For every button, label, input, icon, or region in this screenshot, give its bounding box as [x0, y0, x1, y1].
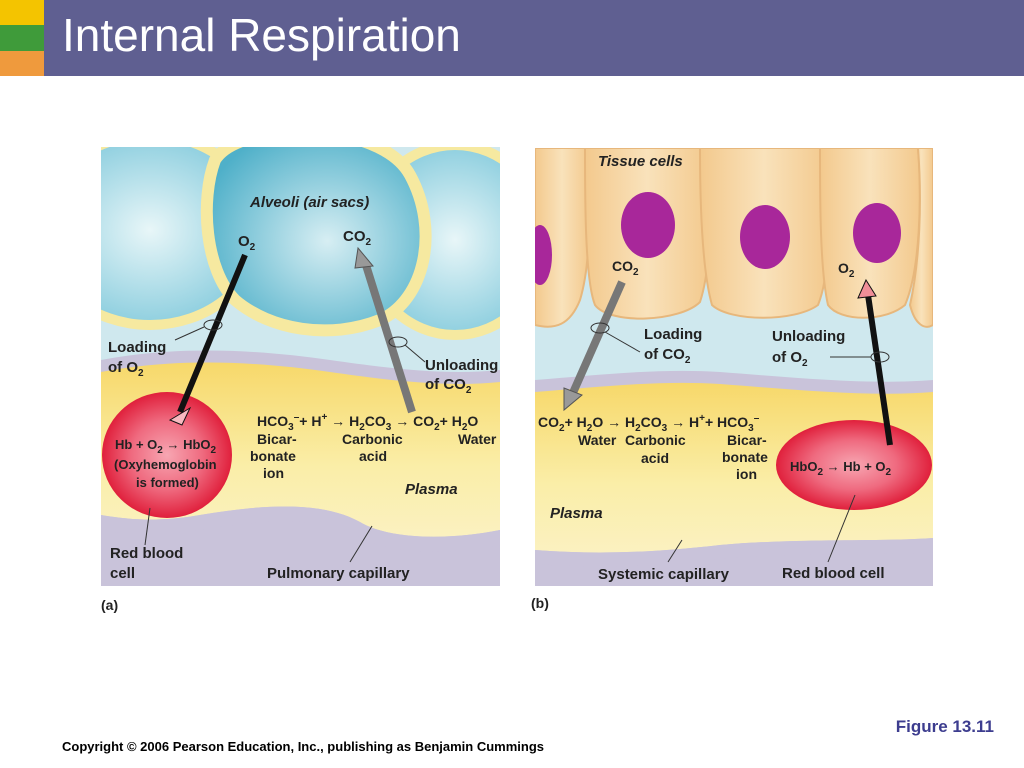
loading-o2-label-line2: of O2: [108, 359, 144, 379]
tissue-cells-label: Tissue cells: [598, 153, 683, 170]
red-blood-cell-label-a-2: cell: [110, 565, 135, 582]
copyright-notice: Copyright © 2006 Pearson Education, Inc.…: [62, 739, 544, 754]
bicarbonate-label-b-3: ion: [736, 466, 757, 482]
slide-title: Internal Respiration: [62, 9, 461, 61]
loading-co2-label-line1: Loading: [644, 326, 702, 343]
bicarbonate-label-a-1: Bicar-: [257, 431, 297, 447]
figure-number: Figure 13.11: [895, 717, 994, 736]
o2-label-a: O2: [238, 233, 256, 253]
o2-label-b: O2: [838, 260, 855, 280]
accent-square-yellow: [0, 0, 44, 25]
bicarbonate-label-b-1: Bicar-: [727, 432, 767, 448]
accent-square-orange: [0, 51, 44, 76]
unloading-o2-label-line1: Unloading: [772, 328, 845, 345]
systemic-capillary-label: Systemic capillary: [598, 566, 730, 583]
water-label-a: Water: [458, 431, 497, 447]
co2-label-a: CO2: [343, 228, 372, 248]
red-blood-cell-label-a-1: Red blood: [110, 545, 183, 562]
bicarbonate-label-b-2: bonate: [722, 449, 768, 465]
plasma-label-b: Plasma: [550, 505, 603, 522]
title-bar: [44, 0, 1024, 76]
carbonic-label-a-1: Carbonic: [342, 431, 403, 447]
oxyhemoglobin-note-1: (Oxyhemoglobin: [114, 457, 217, 472]
co2-label-b: CO2: [612, 258, 639, 278]
red-blood-cell-a: [102, 392, 232, 518]
loading-o2-label-line1: Loading: [108, 339, 166, 356]
panel-b-illustration: [535, 148, 933, 586]
loading-co2-label-line2: of CO2: [644, 346, 691, 366]
panel-a-illustration: [101, 147, 500, 586]
panel-b-tag: (b): [531, 595, 549, 611]
carbonic-label-b-1: Carbonic: [625, 432, 686, 448]
bicarbonate-label-a-3: ion: [263, 465, 284, 481]
unloading-co2-label-line1: Unloading: [425, 357, 498, 374]
unloading-co2-label-line2: of CO2: [425, 376, 472, 396]
water-label-b: Water: [578, 432, 617, 448]
oxyhemoglobin-note-2: is formed): [136, 475, 199, 490]
panel-a-tag: (a): [101, 597, 118, 613]
unloading-o2-label-line2: of O2: [772, 349, 808, 369]
carbonic-label-b-2: acid: [641, 450, 669, 466]
bicarbonate-label-a-2: bonate: [250, 448, 296, 464]
alveoli-label: Alveoli (air sacs): [249, 194, 369, 211]
accent-square-green: [0, 25, 44, 51]
pulmonary-capillary-label: Pulmonary capillary: [267, 565, 410, 582]
plasma-label-a: Plasma: [405, 481, 458, 498]
carbonic-label-a-2: acid: [359, 448, 387, 464]
nucleus: [621, 192, 675, 258]
red-blood-cell-b: [776, 420, 932, 510]
rbc-equation-b: HbO2 → Hb + O2: [790, 459, 892, 478]
equation-b: CO2+ H2O → H2CO3 → H++ HCO3–: [538, 413, 760, 434]
red-blood-cell-label-b: Red blood cell: [782, 565, 885, 582]
rbc-equation-a: Hb + O2 → HbO2: [115, 437, 217, 456]
equation-a: HCO3–+ H+ → H2CO3 → CO2+ H2O: [257, 412, 478, 433]
alveolus: [200, 147, 432, 337]
